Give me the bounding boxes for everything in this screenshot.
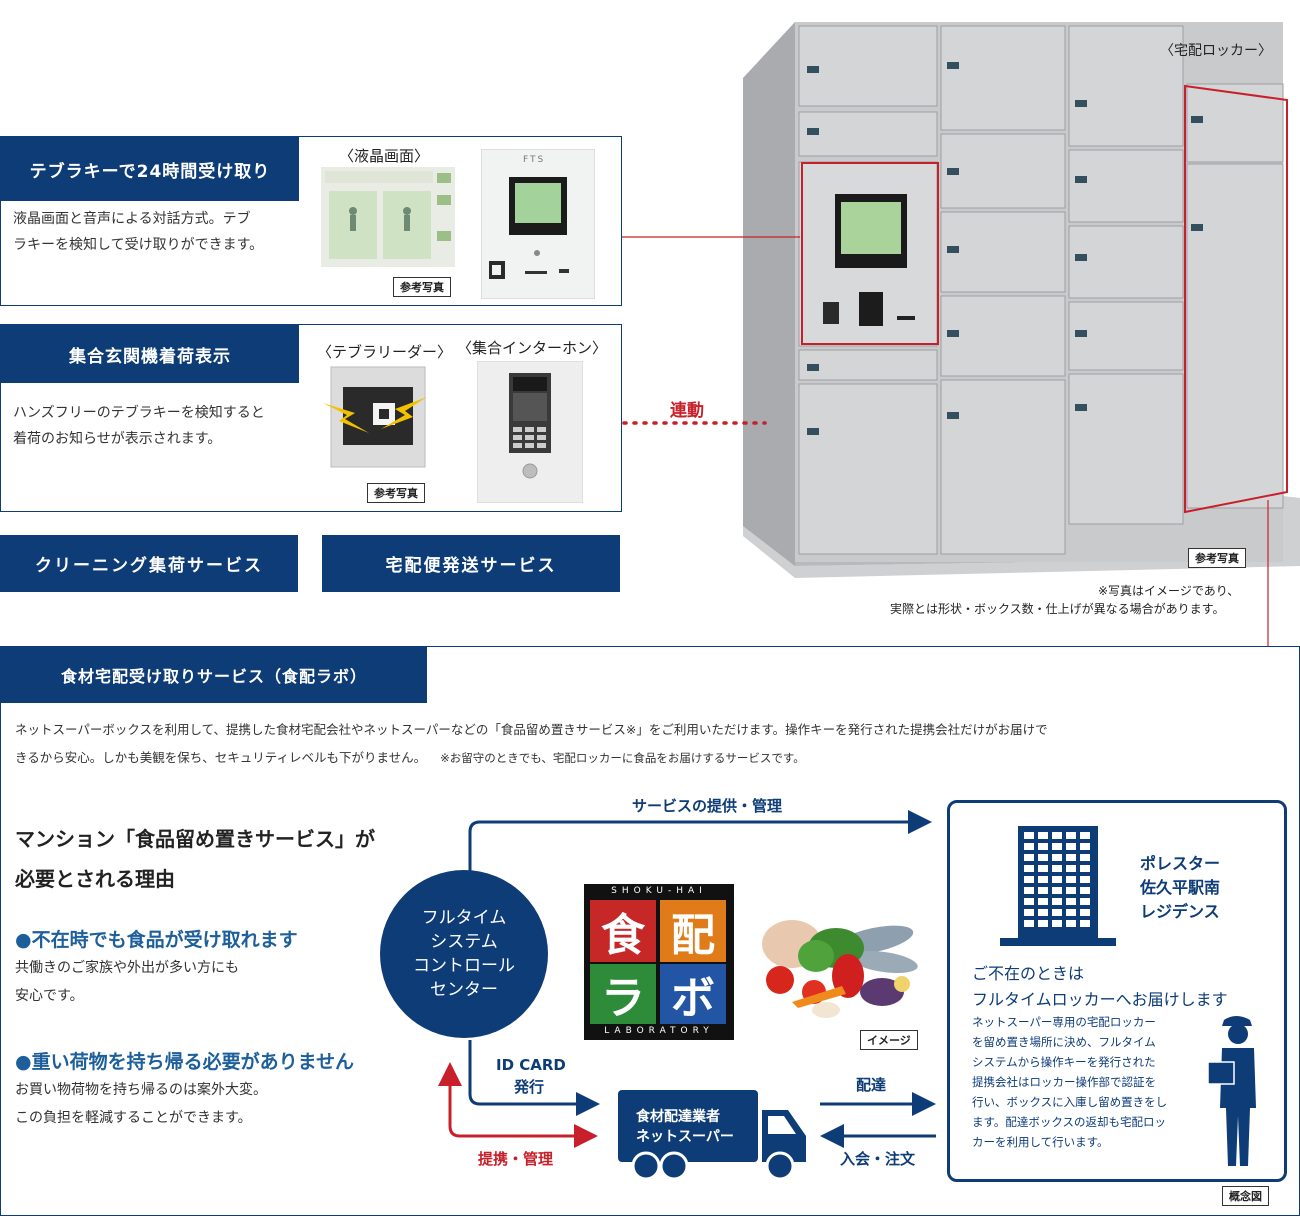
absent-line2: フルタイムロッカーへお届けします	[972, 990, 1228, 1009]
screen-caption: 〈液晶画面〉	[339, 147, 430, 165]
shokuhai-labo-logo: SHOKU-HAI 食 配 ラ ボ LABORATORY	[584, 884, 734, 1040]
logo-top-text: SHOKU-HAI	[611, 886, 707, 896]
detail-line3: システムから操作キーを発行された	[972, 1055, 1156, 1069]
locker-note-line1: ※写真はイメージであり、	[1098, 584, 1240, 598]
control-center-circle: フルタイム システム コントロール センター	[380, 870, 548, 1038]
reason2-line2: この負担を軽減することができます。	[15, 1110, 252, 1126]
shipping-service-button: 宅配便発送サービス	[322, 535, 620, 592]
locker-note-line2: 実際とは形状・ボックス数・仕上げが異なる場合があります。	[890, 602, 1225, 616]
truck-label-line1: 食材配達業者	[636, 1109, 720, 1125]
intercom-caption: 〈集合インターホン〉	[457, 339, 608, 357]
reason1-line1: 共働きのご家族や外出が多い方にも	[15, 960, 239, 976]
feature1-body-line1: 液晶画面と音声による対話方式。テブ	[13, 211, 251, 227]
food-desc-line2-text: きるから安心。しかも美観を保ち、セキュリティレベルも下がりません。	[15, 750, 427, 765]
lcd-screen-photo	[321, 167, 455, 267]
detail-line4: 提携会社はロッカー操作部で認証を	[972, 1075, 1156, 1089]
detail-line5: 行い、ボックスに入庫し留め置きをし	[972, 1095, 1168, 1109]
detail-text: ネットスーパー専用の宅配ロッカー を留め置き場所に決め、フルタイム システムから…	[972, 1012, 1167, 1152]
partner-label: 提携・管理	[478, 1150, 554, 1168]
building-icon	[1000, 826, 1116, 946]
absent-line1: ご不在のときは	[972, 964, 1085, 983]
idcard-label-line1: ID CARD	[496, 1056, 566, 1074]
idcard-label-line2: 発行	[514, 1078, 545, 1096]
center-line2: システム	[430, 932, 498, 952]
building-name-line3: レジデンス	[1140, 902, 1220, 921]
feature2-ref-label: 参考写真	[367, 483, 425, 503]
concept-label: 概念図	[1222, 1186, 1269, 1206]
locker-ref-label: 参考写真	[1188, 548, 1246, 568]
logo-cell-3: ラ	[590, 964, 656, 1024]
building-name-line1: ポレスター	[1140, 854, 1221, 873]
reason2-line1: お買い物荷物を持ち帰るのは案外大変。	[15, 1082, 267, 1098]
feature2-body-line1: ハンズフリーのテブラキーを検知すると	[13, 405, 265, 421]
image-label: イメージ	[860, 1030, 918, 1050]
feature1-panel: テブラキーで24時間受け取り 液晶画面と音声による対話方式。テブ ラキーを検知し…	[0, 136, 622, 306]
center-line1: フルタイム	[421, 908, 507, 928]
logo-cell-4: ボ	[660, 964, 726, 1024]
service-label: サービスの提供・管理	[632, 797, 783, 815]
logo-cell-1: 食	[590, 900, 656, 962]
center-line4: センター	[430, 980, 498, 1000]
truck-icon	[618, 1090, 806, 1181]
panel-logo: FTS	[523, 155, 546, 165]
locker-caption: 〈宅配ロッカー〉	[1160, 43, 1272, 59]
food-title: 食材宅配受け取りサービス（食配ラボ）	[1, 647, 427, 703]
detail-line2: を留め置き場所に決め、フルタイム	[972, 1035, 1156, 1049]
detail-line6: ます。配達ボックスの返却も宅配ロッ	[972, 1115, 1167, 1129]
feature2-title: 集合玄関機着荷表示	[1, 325, 299, 383]
cleaning-service-button: クリーニング集荷サービス	[0, 535, 298, 592]
reason1-title: ●不在時でも食品が受け取れます	[15, 929, 298, 951]
join-label: 入会・注文	[840, 1150, 916, 1168]
reasons-heading-line1: マンション「食品留め置きサービス」が	[15, 827, 375, 851]
food-desc-line1: ネットスーパーボックスを利用して、提携した食材宅配会社やネットスーパーなどの「食…	[15, 722, 1048, 737]
detail-line7: カーを利用して行います。	[972, 1135, 1109, 1149]
tebra-reader-photo	[323, 366, 427, 468]
feature1-ref-label: 参考写真	[393, 277, 451, 297]
vegetables-photo	[762, 920, 918, 1018]
center-line3: コントロール	[413, 956, 515, 976]
operation-panel-photo	[481, 149, 595, 299]
building-name-line2: 佐久平駅南	[1140, 878, 1221, 897]
detail-line1: ネットスーパー専用の宅配ロッカー	[972, 1015, 1156, 1029]
feature2-panel: 集合玄関機着荷表示 ハンズフリーのテブラキーを検知すると 着荷のお知らせが表示さ…	[0, 324, 622, 512]
reason2-title: ●重い荷物を持ち帰る必要がありません	[15, 1051, 355, 1073]
reasons-heading-line2: 必要とされる理由	[15, 867, 175, 891]
link-label: 連動	[670, 401, 704, 421]
feature2-body-line2: 着荷のお知らせが表示されます。	[13, 431, 222, 447]
reader-caption: 〈テブラリーダー〉	[317, 343, 453, 361]
reason1-line2: 安心です。	[15, 988, 84, 1004]
deliver-label: 配達	[856, 1076, 887, 1094]
feature1-body-line2: ラキーを検知して受け取りができます。	[13, 237, 264, 253]
truck-label-line2: ネットスーパー	[636, 1129, 734, 1145]
intercom-photo	[477, 361, 583, 503]
delivery-person-icon	[1208, 1016, 1256, 1166]
feature1-title: テブラキーで24時間受け取り	[1, 137, 299, 201]
delivery-locker-photo	[743, 22, 1300, 578]
logo-bottom-text: LABORATORY	[604, 1026, 714, 1036]
logo-cell-2: 配	[660, 900, 726, 962]
food-desc-line2: きるから安心。しかも美観を保ち、セキュリティレベルも下がりません。 ※お留守のと…	[15, 747, 805, 766]
food-desc-note: ※お留守のときでも、宅配ロッカーに食品をお届けするサービスです。	[440, 751, 805, 765]
